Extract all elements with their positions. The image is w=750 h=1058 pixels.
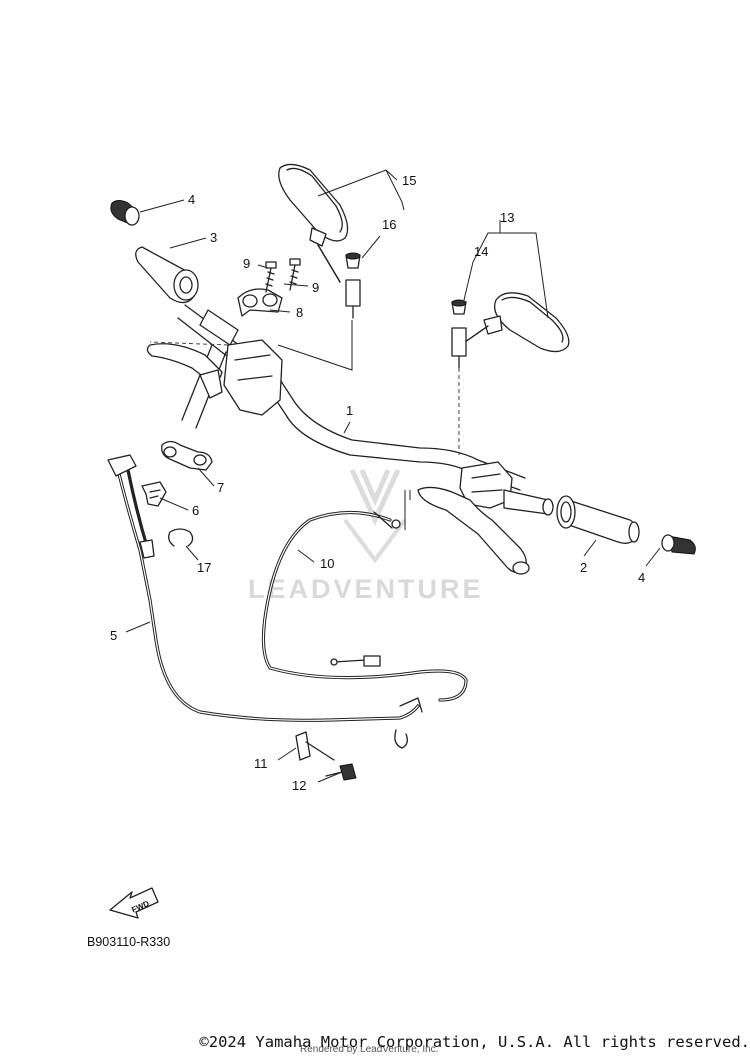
callout-9-a: 9: [243, 256, 250, 271]
watermark: LEADVENTURE: [248, 468, 484, 604]
callout-10: 10: [320, 556, 334, 571]
callout-7: 7: [217, 480, 224, 495]
right-mirror: [451, 292, 570, 369]
throttle-cable: [261, 510, 468, 702]
callout-13: 13: [500, 210, 514, 225]
callout-6: 6: [192, 503, 199, 518]
fwd-arrow-icon: FWD: [109, 887, 159, 919]
right-bar-end: [661, 534, 696, 555]
callout-14: 14: [474, 244, 488, 259]
cable-clamp: [295, 731, 335, 761]
right-lever-assembly: [417, 461, 530, 575]
callout-4-right: 4: [638, 570, 645, 585]
callout-17: 17: [197, 560, 211, 575]
left-lever-assembly: [146, 339, 283, 416]
callout-8: 8: [296, 305, 303, 320]
callout-11: 11: [254, 756, 268, 771]
left-mirror: [278, 163, 361, 319]
watermark-text: LEADVENTURE: [248, 574, 484, 604]
clutch-cable: [107, 454, 423, 749]
callout-16: 16: [382, 217, 396, 232]
clip: [168, 528, 194, 547]
callout-3: 3: [210, 230, 217, 245]
callout-5: 5: [110, 628, 117, 643]
diagram-code: B903110-R330: [87, 935, 171, 949]
clamp-bolts: [265, 258, 301, 293]
copyright: ©2024 Yamaha Motor Corporation, U.S.A. A…: [199, 1033, 750, 1051]
clamp-lower: [161, 440, 213, 471]
rendered-by: Rendered by LeadVenture, Inc.: [300, 1044, 439, 1055]
callout-9-b: 9: [312, 280, 319, 295]
clamp-upper: [237, 288, 283, 317]
leader-lines: [125, 169, 661, 783]
callout-1: 1: [346, 403, 353, 418]
callout-15: 15: [402, 173, 416, 188]
callout-4-left: 4: [188, 192, 195, 207]
callout-2: 2: [580, 560, 587, 575]
left-bar-end: [110, 200, 140, 226]
callout-12: 12: [292, 778, 306, 793]
left-grip: [135, 246, 239, 346]
callouts: 4 3 9 9 8 15 16 13 14 1 7 6 17 10 5 2 4 …: [110, 173, 645, 793]
right-grip: [503, 489, 640, 544]
bolt: [325, 763, 357, 781]
cable-holder: [141, 481, 167, 507]
reference-lines: [277, 320, 460, 530]
